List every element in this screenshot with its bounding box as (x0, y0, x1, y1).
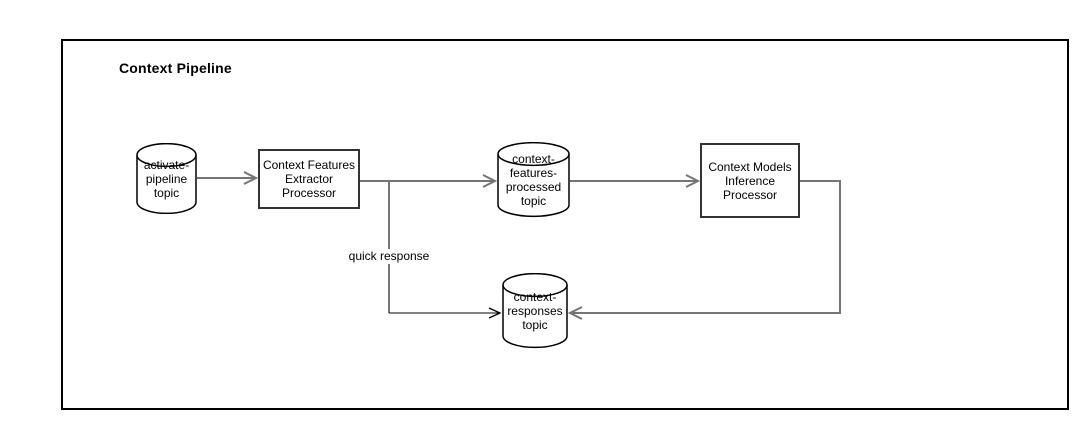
node-activate-pipeline-topic: activate- pipeline topic (136, 143, 197, 214)
node-label: activate- pipeline topic (143, 157, 190, 200)
cylinder-shape (502, 273, 568, 349)
diagram-title: Context Pipeline (119, 60, 232, 76)
node-context-features-extractor-processor: Context Features Extractor Processor (258, 149, 360, 209)
node-context-models-inference-processor: Context Models Inference Processor (700, 143, 800, 218)
node-context-responses-topic: context- responses topic (502, 273, 568, 349)
node-context-features-processed-topic: context- features- processed topic (497, 142, 570, 218)
node-label: Context Features Extractor Processor (262, 158, 356, 200)
node-label: Context Models Inference Processor (708, 159, 792, 202)
edge-inference-to-responses (570, 180, 841, 313)
cylinder-shape (136, 143, 197, 214)
cylinder-shape (497, 142, 570, 218)
node-label: context- responses topic (507, 290, 563, 332)
diagram-frame (61, 39, 1069, 410)
edge-label-quick-response: quick response (345, 249, 433, 264)
node-label: context- features- processed topic (505, 152, 562, 208)
